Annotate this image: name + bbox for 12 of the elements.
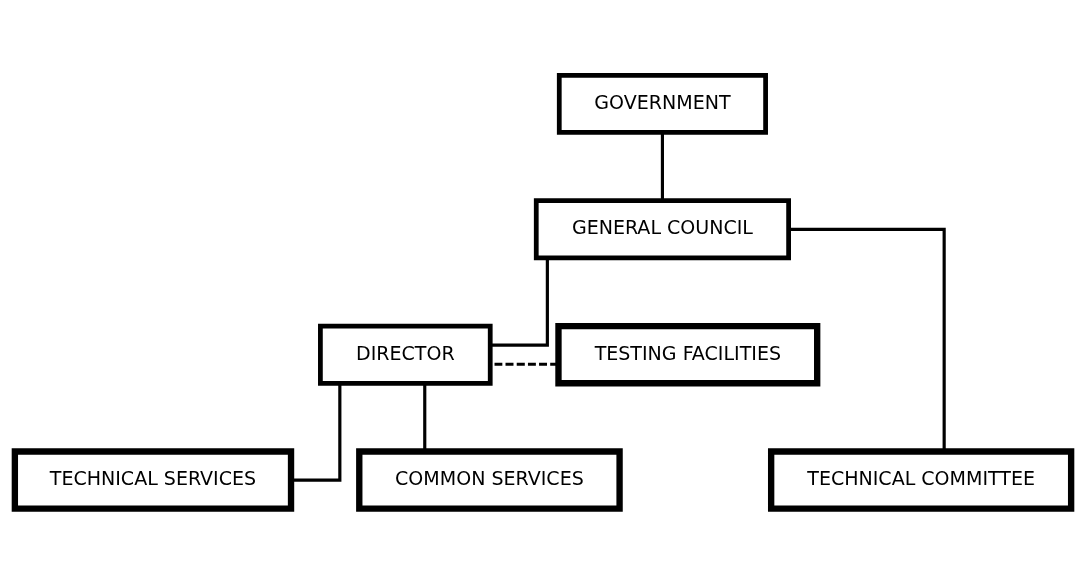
- connector: [423, 383, 427, 451]
- node-box: COMMON SERVICES: [356, 447, 623, 512]
- node-box: DIRECTOR: [318, 323, 493, 386]
- node-box: TECHNICAL COMMITTEE: [768, 447, 1075, 512]
- node-box: TECHNICAL SERVICES: [11, 447, 295, 512]
- connector: [490, 257, 549, 347]
- node-box: TESTING FACILITIES: [555, 322, 821, 386]
- node-box: GENERAL COUNCIL: [533, 197, 791, 260]
- connector: [660, 132, 665, 200]
- connector: [291, 383, 342, 482]
- node-box: GOVERNMENT: [556, 72, 768, 135]
- connector: [788, 227, 946, 451]
